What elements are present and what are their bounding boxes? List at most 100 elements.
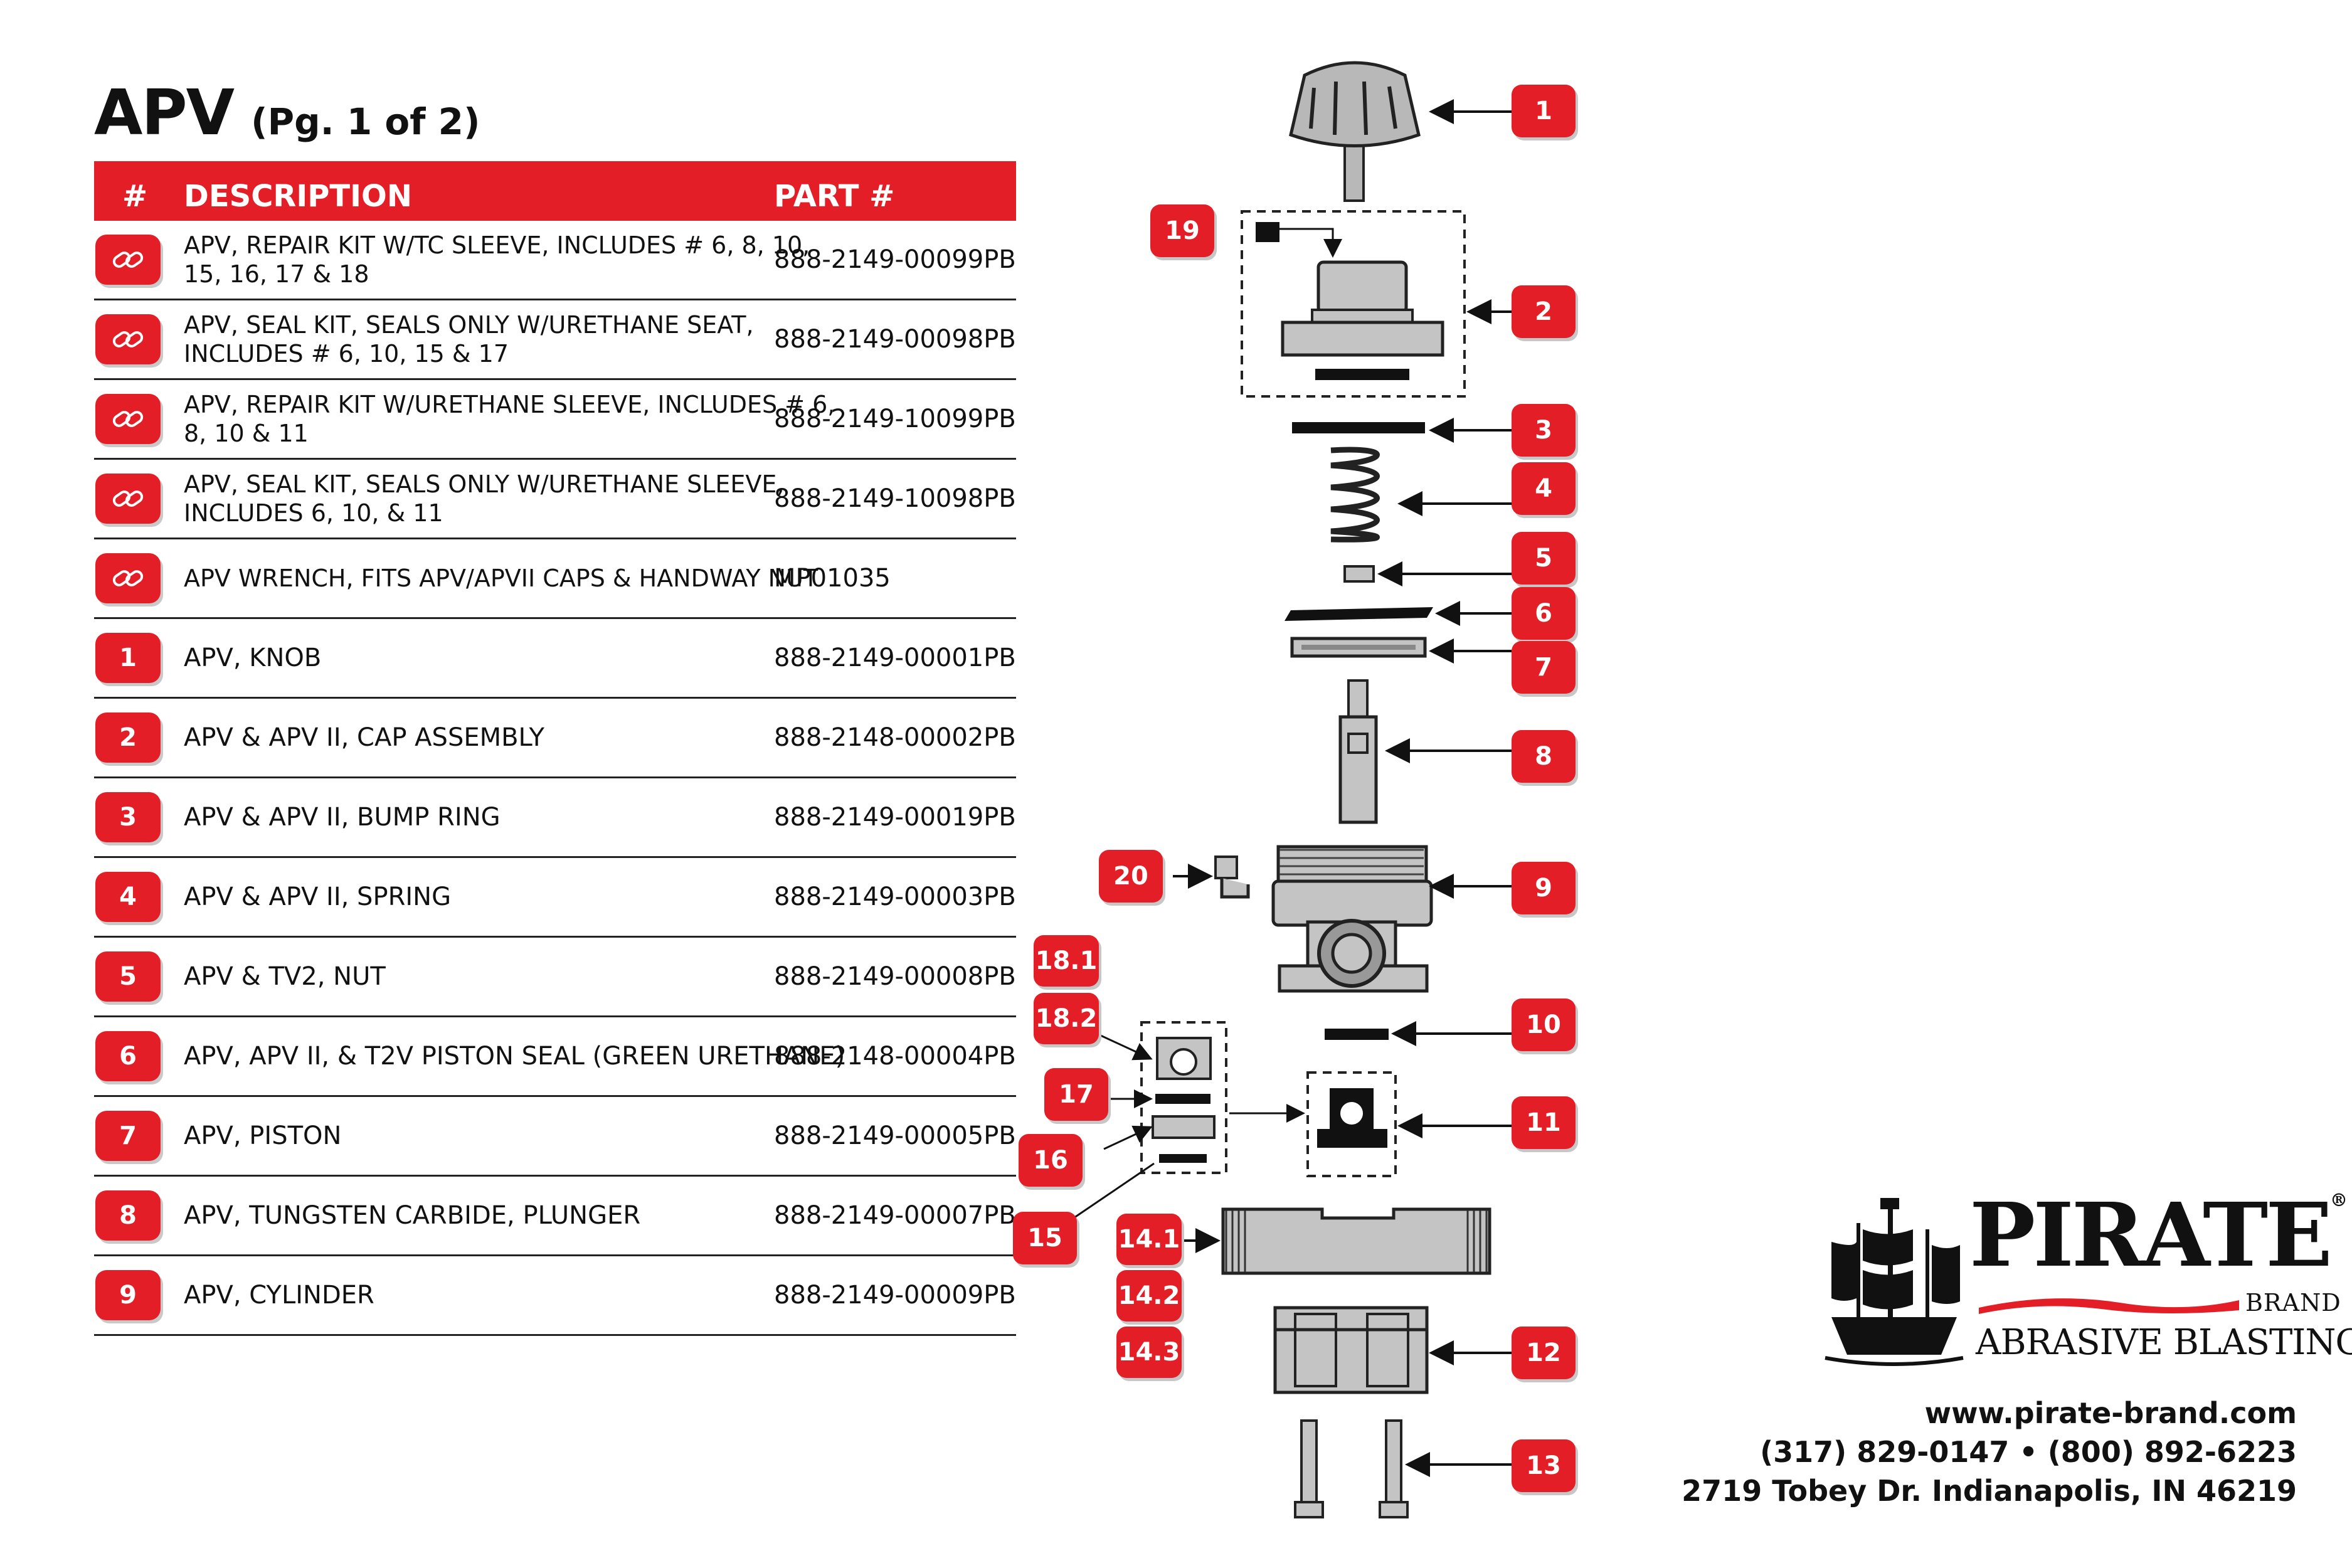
item-number-badge: 2 <box>95 712 161 763</box>
callout-13: 13 <box>1512 1439 1576 1492</box>
callout-19: 19 <box>1150 204 1214 257</box>
part-11-box <box>1306 1071 1397 1177</box>
callout-12: 12 <box>1512 1327 1576 1379</box>
link-icon <box>95 314 161 364</box>
part-plunger <box>1338 679 1378 824</box>
registered-mark: ® <box>2329 1190 2348 1210</box>
item-number-badge: 9 <box>95 1270 161 1320</box>
table-row: APV WRENCH, FITS APV/APVII CAPS & HANDWA… <box>94 539 1016 619</box>
callout-14-2: 14.2 <box>1116 1270 1182 1322</box>
callout-16: 16 <box>1019 1134 1083 1187</box>
callout-15: 15 <box>1013 1212 1077 1264</box>
callout-1: 1 <box>1512 85 1576 137</box>
part-seal-15 <box>1159 1154 1207 1163</box>
callout-6: 6 <box>1512 587 1576 640</box>
callout-14-1: 14.1 <box>1116 1214 1182 1265</box>
website-link[interactable]: www.pirate-brand.com <box>1924 1396 2297 1430</box>
row-part-number: MP01035 <box>774 564 891 593</box>
table-row: 5 APV & TV2, NUT 888-2149-00008PB <box>94 938 1016 1017</box>
row-part-number: 888-2149-00005PB <box>774 1121 1016 1150</box>
row-part-number: 888-2149-00008PB <box>774 962 1016 991</box>
callout-18-2: 18.2 <box>1034 993 1099 1044</box>
part-knob <box>1289 61 1421 202</box>
callout-20: 20 <box>1099 850 1163 903</box>
callout-10: 10 <box>1512 999 1576 1051</box>
brand-small-text: BRAND <box>2245 1289 2341 1316</box>
item-number-badge: 4 <box>95 872 161 922</box>
part-piston <box>1290 637 1427 658</box>
part-cap <box>1281 260 1444 380</box>
part-seal-17 <box>1155 1094 1210 1104</box>
row-description: APV & TV2, NUT <box>184 962 386 991</box>
table-row: APV, SEAL KIT, SEALS ONLY W/URETHANE SEA… <box>94 300 1016 380</box>
table-row: 1 APV, KNOB 888-2149-00001PB <box>94 619 1016 699</box>
table-row: APV, SEAL KIT, SEALS ONLY W/URETHANE SLE… <box>94 460 1016 539</box>
part-bolts <box>1294 1419 1409 1518</box>
part-nut <box>1343 565 1375 583</box>
page-title: APV(Pg. 1 of 2) <box>94 82 480 144</box>
part-sleeve-16 <box>1152 1115 1216 1139</box>
callout-9: 9 <box>1512 862 1576 914</box>
row-part-number: 888-2149-00007PB <box>774 1201 1016 1230</box>
callout-2: 2 <box>1512 285 1576 338</box>
brand-tagline: ABRASIVE BLASTING <box>1976 1322 2352 1363</box>
part-bump-ring <box>1292 422 1425 433</box>
row-part-number: 888-2149-00099PB <box>774 245 1016 274</box>
brand-red-stripe <box>1979 1298 2239 1314</box>
item-number-badge: 8 <box>95 1190 161 1241</box>
table-row: 2 APV & APV II, CAP ASSEMBLY 888-2148-0000… <box>94 699 1016 778</box>
item-number-badge: 6 <box>95 1031 161 1081</box>
contact-block: www.pirate-brand.com (317) 829-0147 • (8… <box>1682 1394 2297 1510</box>
row-description: APV, SEAL KIT, SEALS ONLY W/URETHANE SLE… <box>184 470 785 527</box>
row-description: APV, KNOB <box>184 644 322 672</box>
link-icon <box>95 553 161 603</box>
table-body: APV, REPAIR KIT W/TC SLEEVE, INCLUDES # … <box>94 221 1016 1336</box>
callout-5: 5 <box>1512 532 1576 585</box>
table-header: # DESCRIPTION PART # <box>94 161 1016 221</box>
cap-assembly-box <box>1241 210 1466 398</box>
callout-18-1: 18.1 <box>1034 935 1099 987</box>
link-icon <box>95 394 161 444</box>
row-part-number: 888-2149-00009PB <box>774 1281 1016 1310</box>
part-cylinder <box>1271 845 1433 993</box>
row-part-number: 888-2148-00002PB <box>774 723 1016 752</box>
callout-4: 4 <box>1512 462 1576 515</box>
row-description: APV & APV II, BUMP RING <box>184 803 501 832</box>
callout-11: 11 <box>1512 1096 1576 1149</box>
row-description: APV, REPAIR KIT W/TC SLEEVE, INCLUDES # … <box>184 231 810 288</box>
row-part-number: 888-2149-00098PB <box>774 325 1016 354</box>
brand-name: PIRATE® <box>1969 1190 2348 1280</box>
row-part-number: 888-2149-10098PB <box>774 484 1016 513</box>
callout-8: 8 <box>1512 730 1576 783</box>
item-number-badge: 5 <box>95 951 161 1002</box>
row-part-number: 888-2149-00001PB <box>774 644 1016 672</box>
link-icon <box>95 474 161 524</box>
header-part: PART # <box>774 179 895 214</box>
row-description: APV, SEAL KIT, SEALS ONLY W/URETHANE SEA… <box>184 311 754 368</box>
row-description: APV, TUNGSTEN CARBIDE, PLUNGER <box>184 1201 641 1230</box>
callout-17: 17 <box>1044 1068 1108 1121</box>
callout-7: 7 <box>1512 641 1576 694</box>
row-description: APV, PISTON <box>184 1121 342 1150</box>
part-spring <box>1330 447 1380 543</box>
row-part-number: 888-2149-10099PB <box>774 405 1016 433</box>
part-seal-10 <box>1325 1029 1389 1040</box>
row-description: APV, REPAIR KIT W/URETHANE SLEEVE, INCLU… <box>184 391 835 447</box>
item-number-badge: 1 <box>95 633 161 683</box>
header-description: DESCRIPTION <box>184 179 413 214</box>
part-fitting-19 <box>1256 222 1279 242</box>
link-icon <box>95 235 161 285</box>
callout-14-3: 14.3 <box>1116 1327 1182 1378</box>
pirate-ship-logo <box>1825 1198 1964 1366</box>
row-description: APV & APV II, CAP ASSEMBLY <box>184 723 544 752</box>
item-number-badge: 3 <box>95 792 161 842</box>
table-row: APV, REPAIR KIT W/URETHANE SLEEVE, INCLU… <box>94 380 1016 460</box>
table-row: APV, REPAIR KIT W/TC SLEEVE, INCLUDES # … <box>94 221 1016 300</box>
part-elbow-fitting <box>1214 856 1250 899</box>
parts-table: # DESCRIPTION PART # APV, REPAIR KIT W/T… <box>94 161 1016 1336</box>
